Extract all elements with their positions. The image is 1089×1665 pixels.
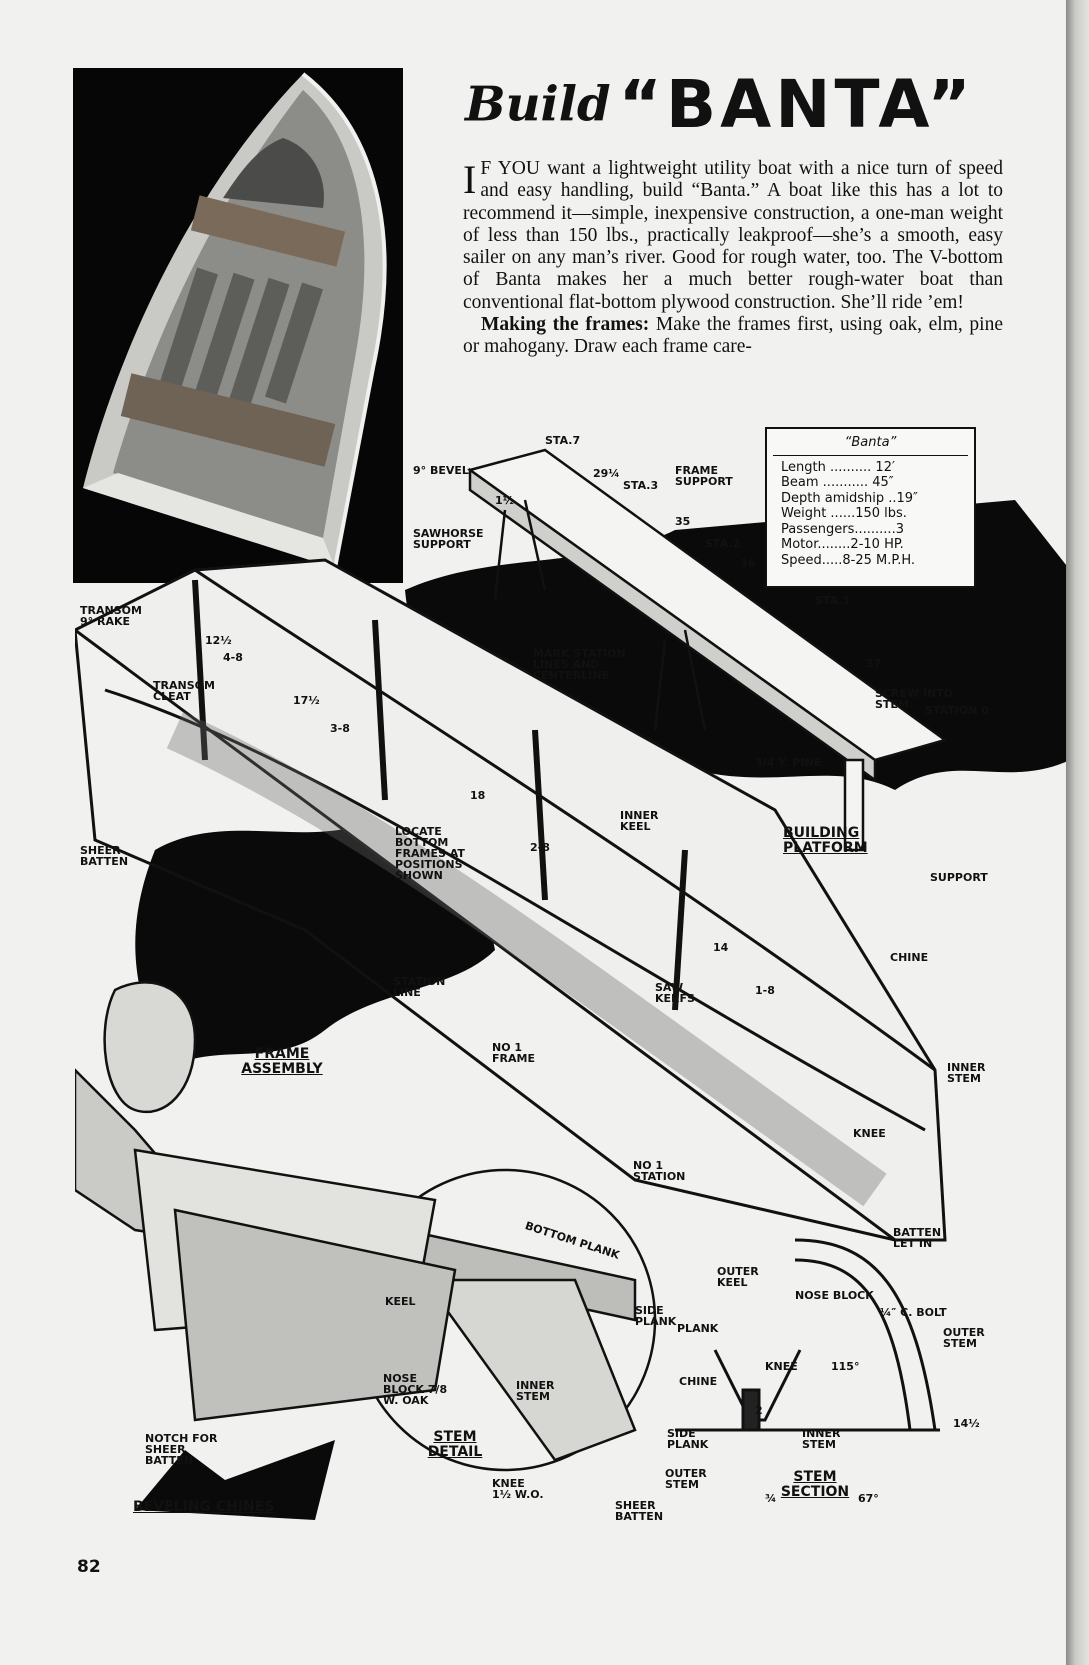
label-sta7: STA.7: [545, 434, 581, 447]
label-no1-station: No 1 STATION: [633, 1159, 686, 1183]
label-notch: NOTCH FOR SHEER BATTEN: [145, 1432, 218, 1467]
boat-photo: [73, 68, 403, 583]
stem-section: [675, 1238, 940, 1432]
label-18: 18: [470, 789, 486, 802]
label-knee: KNEE: [853, 1127, 886, 1140]
label-batten-let-in: BATTEN LET IN: [893, 1226, 942, 1250]
label-transom-rake: TRANSOM 9° RAKE: [80, 604, 142, 628]
label-locate: LOCATE BOTTOM FRAMES AT POSITIONS SHOWN: [395, 825, 465, 882]
label-half: 1½: [495, 494, 515, 507]
label-14b: 14½: [953, 1417, 980, 1430]
spec-beam: Beam ........... 45″: [781, 475, 894, 490]
label-mark: MARK STATION LINES AND CENTERLINE: [533, 647, 626, 682]
label-sheer-batten: SHEER BATTEN: [80, 844, 129, 868]
label-beveling-chines: BEVELING CHINES: [133, 1499, 275, 1515]
label-35: 35: [675, 515, 691, 528]
label-sheer-batten-2: SHEER BATTEN: [615, 1499, 664, 1523]
label-outer-stem-2: OUTER STEM: [665, 1467, 707, 1491]
construction-drawing-art: [72, 448, 1070, 1520]
label-nose-block: NOSE BLOCK: [795, 1289, 874, 1302]
label-c-bolt: ¼″ C. BOLT: [880, 1306, 947, 1319]
label-frame-assembly: FRAME ASSEMBLY: [241, 1046, 323, 1077]
label-29: 29¼: [593, 467, 620, 480]
label-inner-stem: INNER STEM: [947, 1061, 986, 1085]
label-transom-cleat: TRANSOM CLEAT: [153, 679, 215, 703]
label-support: SUPPORT: [930, 871, 988, 884]
label-12: 12½: [205, 634, 232, 647]
label-2-8: 2-8: [530, 841, 550, 854]
label-plank: PLANK: [677, 1322, 719, 1335]
stem-detail: [353, 1168, 657, 1472]
label-chine: CHINE: [890, 951, 929, 964]
label-inner-keel: INNER KEEL: [620, 809, 659, 833]
label-knee-2: KNEE: [765, 1360, 798, 1373]
label-1-8: 1-8: [755, 984, 775, 997]
specs-title: “Banta”: [844, 435, 897, 450]
label-sta1: STA.1: [815, 594, 851, 607]
title-build: Build: [465, 76, 611, 133]
label-3-8: 3-8: [330, 722, 350, 735]
specs-divider: [773, 454, 968, 456]
spec-passengers: Passengers..........3: [781, 521, 904, 537]
label-pine: 3/4 Y. PINE: [755, 756, 822, 769]
label-side-plank-2: SIDE PLANK: [667, 1427, 709, 1451]
frames-heading: Making the frames:: [481, 314, 650, 336]
label-17: 17½: [293, 694, 320, 707]
spec-depth: Depth amidship ..19″: [781, 490, 918, 506]
label-three-quarter: ¾: [765, 1492, 777, 1505]
page-number: 82: [77, 1557, 101, 1577]
label-sta3: STA.3: [623, 479, 659, 492]
label-67: 67°: [858, 1492, 879, 1505]
intro-text: F YOU want a lightweight utility boat wi…: [463, 158, 1003, 313]
label-4-8: 4-8: [223, 651, 243, 664]
spec-speed: Speed.....8-25 M.P.H.: [781, 552, 916, 568]
drop-cap: I: [463, 157, 477, 202]
spec-weight: Weight ......150 lbs.: [781, 506, 907, 521]
page-edge: [1066, 0, 1089, 1665]
label-outer-keel: OUTER KEEL: [717, 1265, 759, 1289]
spec-length: Length .......... 12′: [781, 459, 895, 475]
label-saw-kerfs: SAW KERFS: [655, 981, 695, 1005]
frames-paragraph: Making the frames: Make the frames first…: [463, 314, 1003, 359]
label-chine-2: CHINE: [679, 1375, 718, 1388]
title-banta: “BANTA”: [618, 66, 975, 143]
specifications-box: “Banta” Length .......... 12′ Beam .....…: [765, 427, 976, 588]
label-side-plank: SIDE PLANK: [635, 1304, 677, 1328]
building-platform: [467, 448, 948, 852]
worker-illustration: [73, 981, 457, 1422]
label-115: 115°: [831, 1360, 860, 1373]
label-sawhorse: SAWHORSE SUPPORT: [413, 527, 484, 551]
label-2: 2: [755, 1404, 763, 1417]
label-36: 36: [740, 557, 756, 570]
label-station0: STATION 0: [925, 704, 989, 717]
label-sta2: STA.2: [705, 537, 741, 550]
label-keel: KEEL: [385, 1295, 416, 1308]
label-no1-frame: No 1 FRAME: [492, 1041, 535, 1065]
label-37: 37: [866, 657, 882, 670]
label-outer-stem: OUTER STEM: [943, 1326, 985, 1350]
label-14: 14: [713, 941, 729, 954]
label-stem-section: STEM SECTION: [780, 1469, 850, 1500]
hull-frame: [72, 558, 947, 1242]
label-inner-stem-3: INNER STEM: [802, 1427, 841, 1451]
label-inner-stem-2: INNER STEM: [516, 1379, 555, 1403]
label-nose-block-oak: NOSE BLOCK 7/8 W. OAK: [383, 1372, 448, 1407]
label-stem-detail: STEM DETAIL: [427, 1429, 483, 1460]
label-frame-support: FRAME SUPPORT: [675, 464, 733, 488]
boat-photo-image: [73, 68, 403, 583]
label-station-line: STATION LINE: [393, 975, 446, 999]
label-knee-wo: KNEE 1½ W.O.: [492, 1477, 544, 1501]
label-bevel: 9° BEVEL: [413, 464, 469, 477]
label-building-platform: BUILDING PLATFORM: [783, 825, 868, 856]
label-screw: SCREW INTO STEM: [875, 687, 954, 711]
article-title: Build“BANTA”: [465, 66, 1015, 146]
spec-motor: Motor........2-10 HP.: [781, 537, 904, 552]
construction-drawing: 9° BEVEL SAWHORSE SUPPORT FRAME SUPPORT …: [72, 430, 1070, 1535]
frames-text: Make the frames first, using oak, elm, p…: [463, 314, 1003, 358]
